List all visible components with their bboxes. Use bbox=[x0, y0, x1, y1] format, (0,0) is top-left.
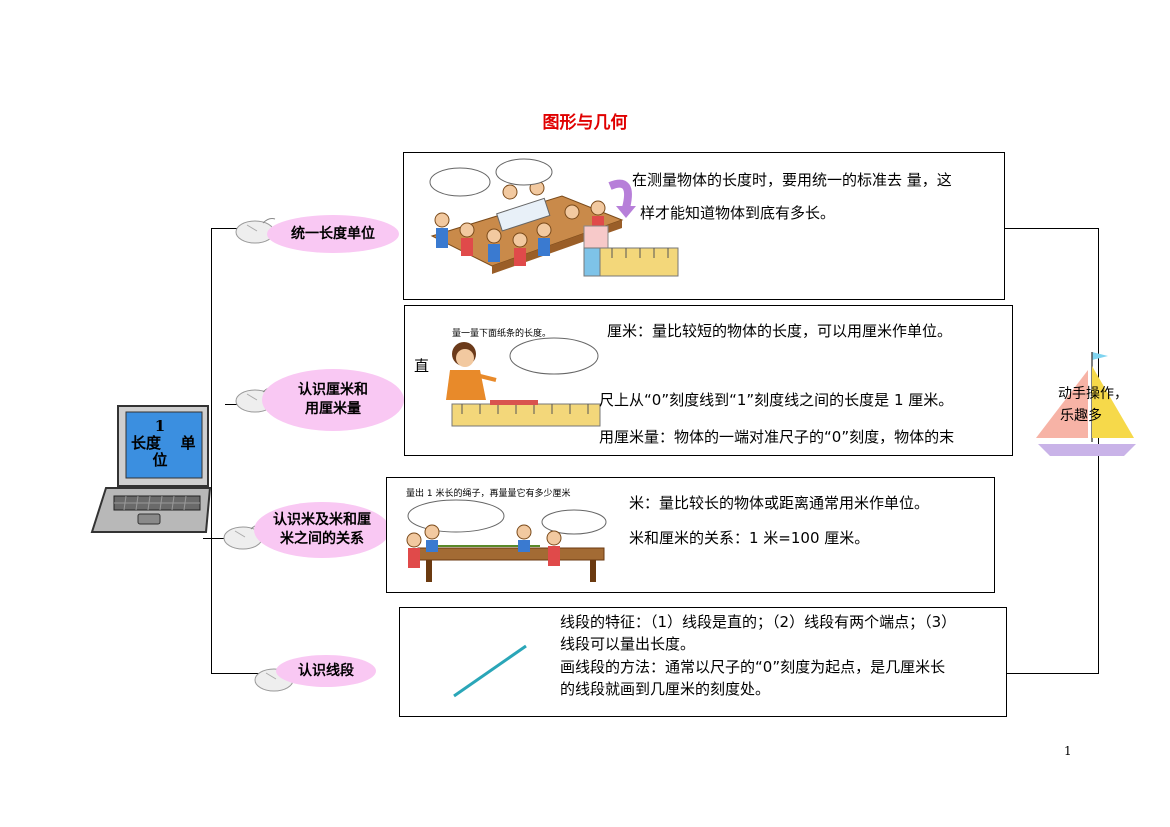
branch-label-meter: 认识米及米和厘米之间的关系 bbox=[254, 502, 390, 558]
center-title-line1: 1 bbox=[154, 417, 166, 435]
connector-2 bbox=[225, 404, 241, 405]
connector-4 bbox=[211, 673, 261, 674]
box4-text-line3: 画线段的方法：通常以尺子的“0”刻度为起点，是几厘米长 bbox=[560, 658, 946, 676]
content-box-meter bbox=[386, 477, 995, 593]
connector-right-4 bbox=[1005, 673, 1099, 674]
content-box-line-segment bbox=[399, 607, 1007, 717]
branch-label-centimeter: 认识厘米和用厘米量 bbox=[262, 369, 404, 431]
box4-text-line1: 线段的特征：（1）线段是直的；（2）线段有两个端点；（3） bbox=[560, 613, 957, 631]
branch-label-unify-units: 统一长度单位 bbox=[267, 215, 399, 253]
connector-vertical bbox=[211, 228, 212, 674]
page-number: 1 bbox=[1064, 744, 1072, 758]
sail-text-line2: 乐趣多 bbox=[1060, 408, 1102, 424]
children-rope-illustration bbox=[406, 499, 607, 582]
center-title-line2a: 长度 bbox=[130, 434, 161, 452]
center-title-line2b: 单 bbox=[180, 434, 196, 452]
box2-text-line3: 用厘米量：物体的一端对准尺子的“0”刻度，物体的末 bbox=[599, 428, 955, 446]
page-title: 图形与几何 bbox=[542, 113, 628, 133]
connector-3 bbox=[203, 538, 241, 539]
box2-bubble: 量一量下面纸条的长度。 bbox=[452, 329, 552, 339]
box2-side-char: 直 bbox=[414, 357, 430, 375]
sailboat-icon bbox=[1036, 352, 1136, 456]
box2-text-line1: 厘米：量比较短的物体的长度，可以用厘米作单位。 bbox=[607, 322, 953, 340]
box3-text-line2: 米和厘米的关系：1 米=100 厘米。 bbox=[629, 529, 870, 547]
box1-text-line2: 样才能知道物体到底有多长。 bbox=[640, 204, 836, 222]
box1-text-line1: 在测量物体的长度时，要用统一的标准去 量，这 bbox=[632, 171, 952, 189]
box4-text-line4: 的线段就画到几厘米的刻度处。 bbox=[560, 680, 771, 698]
line-segment-illustration bbox=[453, 644, 527, 698]
box4-text-line2: 线段可以量出长度。 bbox=[560, 635, 696, 653]
box3-caption: 量出 1 米长的绳子，再量量它有多少厘米 bbox=[406, 489, 571, 499]
center-title-line3: 位 bbox=[152, 451, 168, 469]
teacher-ruler-illustration bbox=[446, 337, 601, 427]
content-box-centimeter bbox=[404, 305, 1013, 456]
classroom-illustration bbox=[429, 158, 679, 277]
connector-1 bbox=[211, 228, 241, 229]
sail-text-line1: 动手操作， bbox=[1058, 386, 1128, 402]
mouse-icon bbox=[223, 524, 264, 550]
branch-label-line-segment: 认识线段 bbox=[276, 655, 376, 687]
laptop-icon bbox=[90, 405, 212, 533]
box3-text-line1: 米：量比较长的物体或距离通常用米作单位。 bbox=[629, 494, 930, 512]
box2-text-line2: 尺上从“0”刻度线到“1”刻度线之间的长度是 1 厘米。 bbox=[599, 391, 954, 409]
connector-right-1 bbox=[1005, 228, 1099, 229]
